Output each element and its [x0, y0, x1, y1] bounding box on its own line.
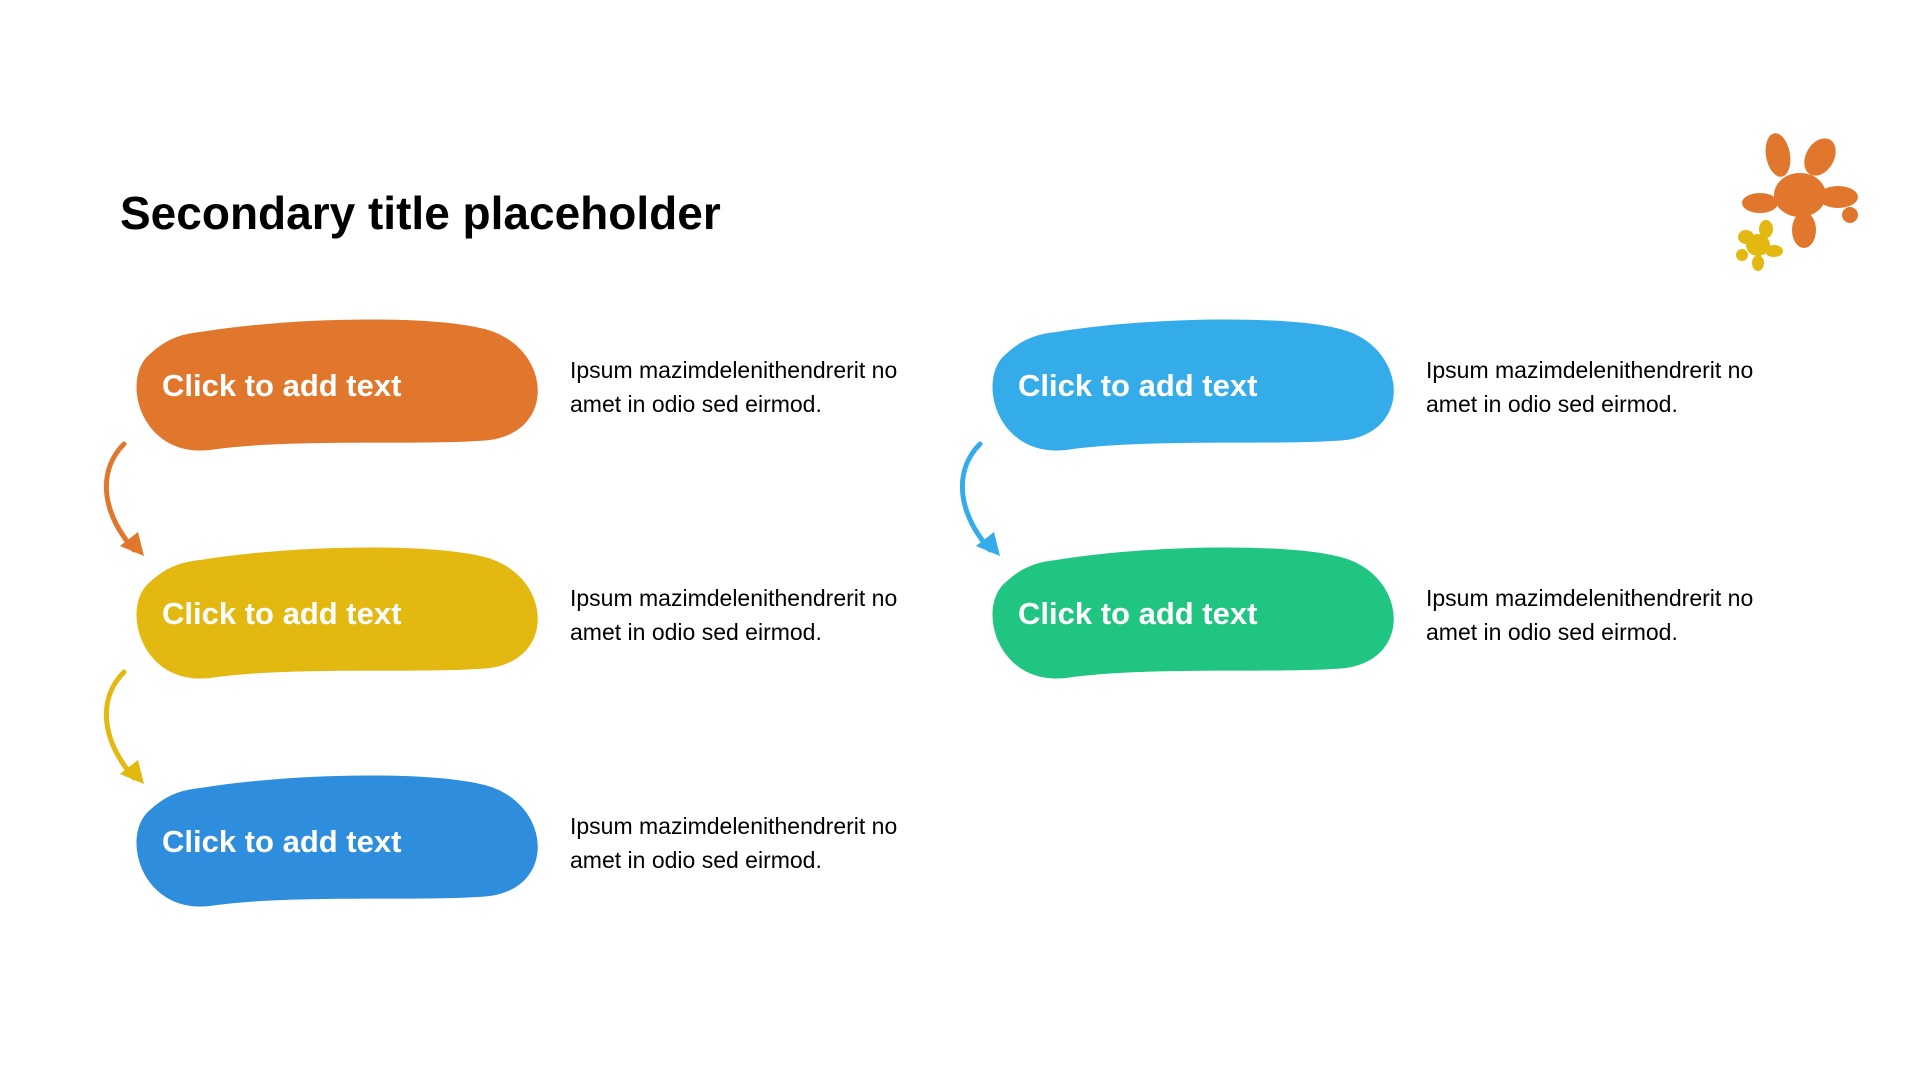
- orange-splat-icon: [1742, 133, 1858, 248]
- step-blob: [992, 319, 1394, 451]
- step-blob: [136, 319, 538, 451]
- curved-arrow-icon: [104, 441, 144, 556]
- step-label-2[interactable]: Click to add text: [162, 596, 402, 631]
- step-blob: [992, 547, 1394, 679]
- step-label-4[interactable]: Click to add text: [1018, 368, 1258, 403]
- step-box-2[interactable]: Click to add text: [130, 546, 550, 682]
- step-box-3[interactable]: Click to add text: [130, 774, 550, 910]
- step-blob: [136, 775, 538, 907]
- step-label-5[interactable]: Click to add text: [1018, 596, 1258, 631]
- step-box-5[interactable]: Click to add text: [986, 546, 1406, 682]
- step-box-1[interactable]: Click to add text: [130, 318, 550, 454]
- step-label-3[interactable]: Click to add text: [162, 824, 402, 859]
- curved-arrow-icon: [104, 669, 144, 784]
- step-description-2[interactable]: Ipsum mazimdelenithendrerit no amet in o…: [570, 585, 898, 645]
- step-label-1[interactable]: Click to add text: [162, 368, 402, 403]
- step-description-4[interactable]: Ipsum mazimdelenithendrerit no amet in o…: [1426, 357, 1754, 417]
- step-description-1[interactable]: Ipsum mazimdelenithendrerit no amet in o…: [570, 357, 898, 417]
- step-description-5[interactable]: Ipsum mazimdelenithendrerit no amet in o…: [1426, 585, 1754, 645]
- slide-title[interactable]: Secondary title placeholder: [120, 187, 721, 239]
- step-blob: [136, 547, 538, 679]
- yellow-splat-icon: [1736, 220, 1783, 271]
- step-box-4[interactable]: Click to add text: [986, 318, 1406, 454]
- paint-splat-icon: [1736, 133, 1858, 271]
- curved-arrow-icon: [960, 441, 1000, 556]
- step-description-3[interactable]: Ipsum mazimdelenithendrerit no amet in o…: [570, 813, 898, 873]
